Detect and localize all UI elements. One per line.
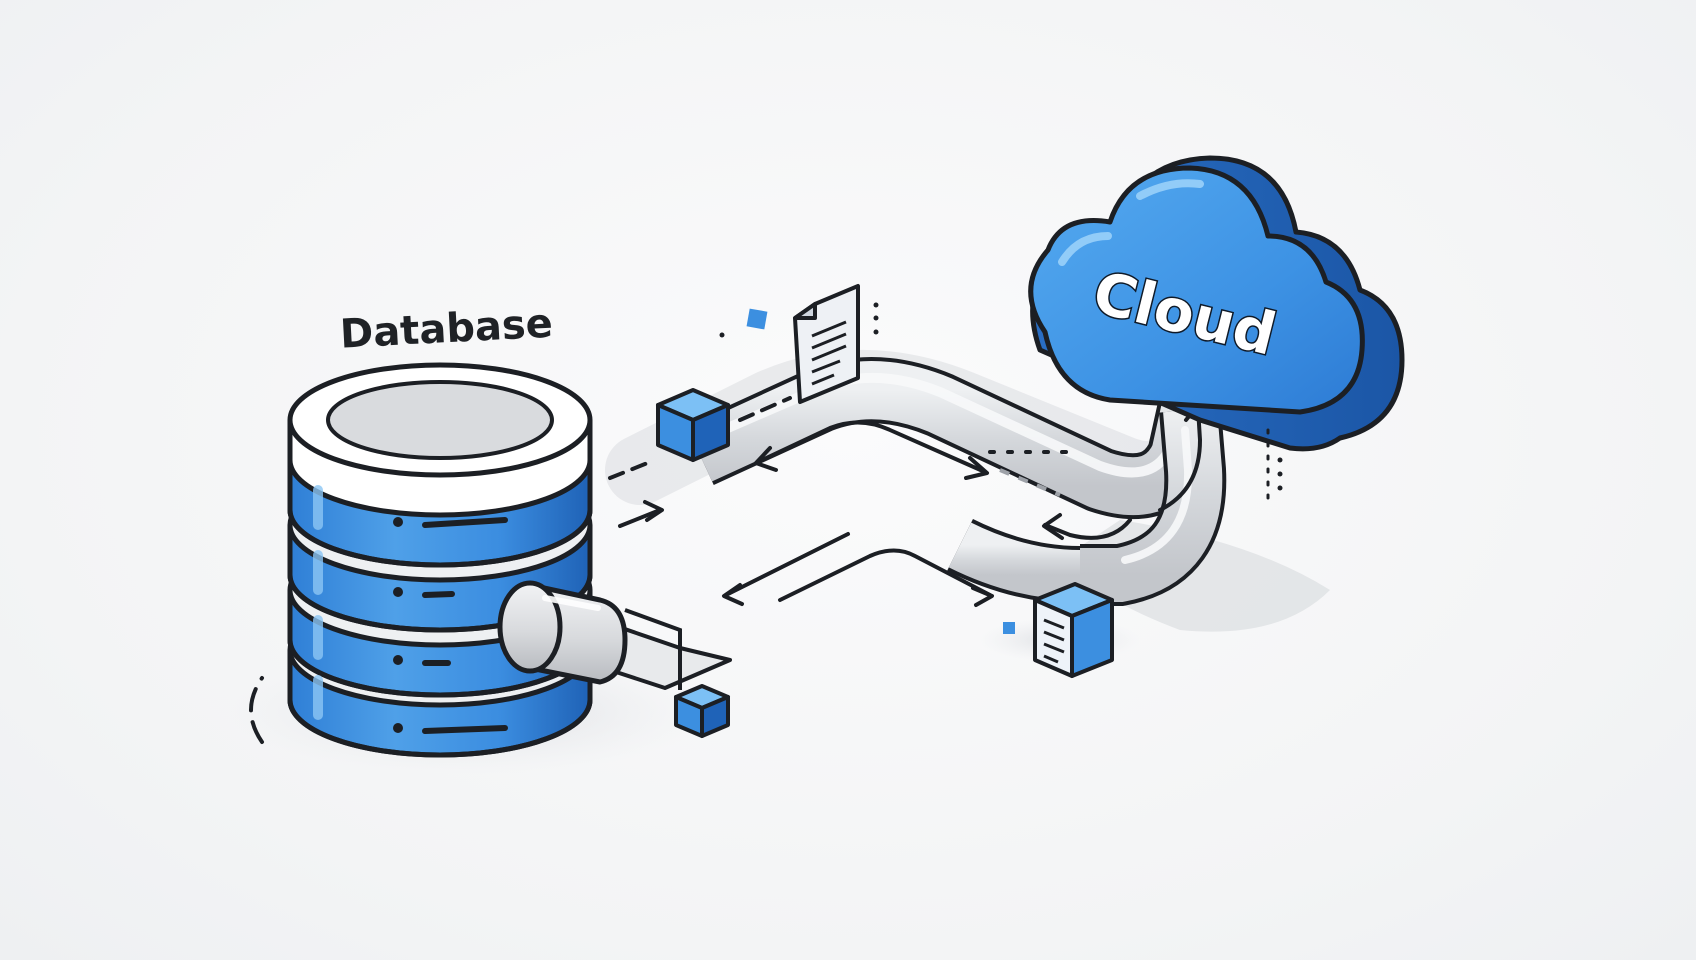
document-icon [1033, 582, 1114, 678]
document-icon [793, 284, 860, 404]
data-cube-icon [746, 308, 1015, 634]
motion-dots [719, 302, 1283, 491]
cloud-icon [1028, 155, 1405, 502]
bidirectional-arrow-icon [608, 396, 1212, 607]
data-cube-icon [656, 388, 730, 462]
data-pipe [605, 350, 1227, 606]
pipe-icon [497, 580, 732, 690]
data-cube-icon [674, 684, 730, 738]
database-label: Database [339, 301, 554, 358]
database-icon [249, 362, 593, 758]
